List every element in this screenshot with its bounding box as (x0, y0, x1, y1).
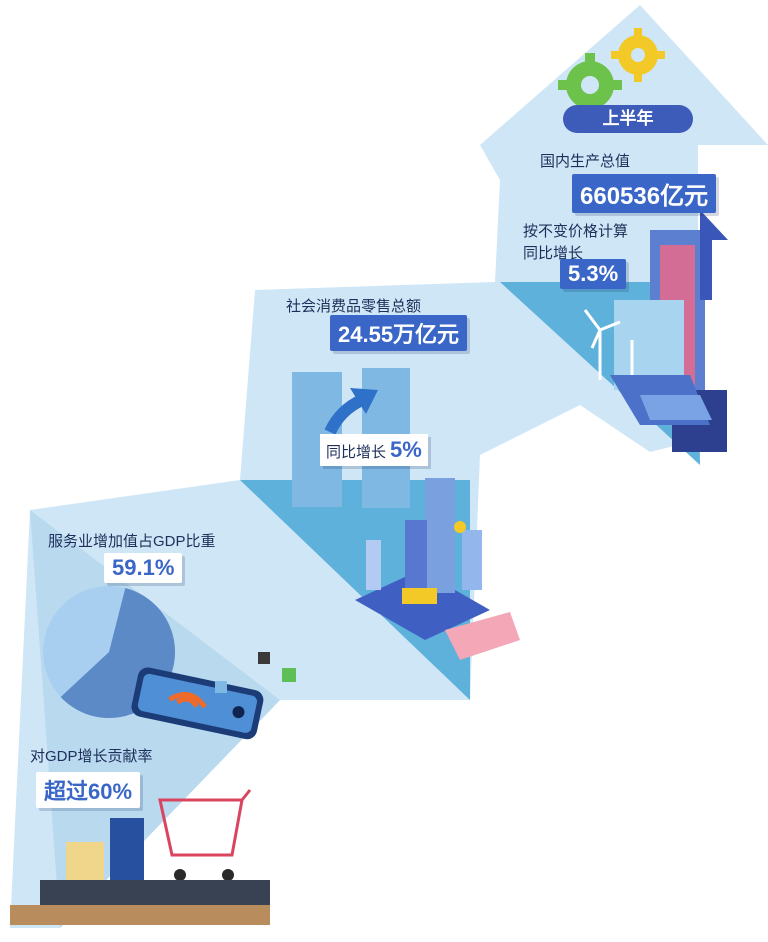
retail-label: 社会消费品零售总额 (286, 298, 422, 315)
retail-growth-value: 5% (390, 437, 422, 462)
desk-surface (10, 905, 270, 925)
cube-icon (215, 681, 227, 693)
building-icon-city-middle (355, 478, 520, 660)
smartphone-icon (131, 667, 264, 740)
gift-box-icon (66, 842, 104, 880)
up-arrow-icon (324, 388, 378, 435)
gdp-growth-label-line1: 按不变价格计算 (523, 223, 629, 240)
shopping-cart-icon (158, 789, 252, 881)
solar-panel-icon (610, 375, 712, 425)
cube-icon (258, 652, 270, 664)
gdp-growth-label-line2: 同比增长 (523, 245, 584, 262)
gear-icon-yellow (611, 28, 665, 82)
gdp-label: 国内生产总值 (540, 153, 631, 170)
shopping-bag-icon (110, 818, 144, 886)
retail-growth-label: 同比增长 (326, 444, 387, 461)
wind-turbine-icon (583, 309, 634, 385)
services-share-label: 服务业增加值占GDP比重 (48, 533, 216, 550)
retail-value: 24.55万亿元 (330, 315, 468, 351)
services-share-value: 59.1% (104, 553, 183, 583)
cube-icon (282, 668, 296, 682)
services-contribution-label: 对GDP增长贡献率 (30, 748, 153, 765)
gdp-value: 660536亿元 (572, 174, 717, 213)
gdp-growth-value: 5.3% (560, 259, 627, 289)
services-contribution-value: 超过60% (36, 772, 141, 808)
period-label: 上半年 (563, 105, 693, 133)
